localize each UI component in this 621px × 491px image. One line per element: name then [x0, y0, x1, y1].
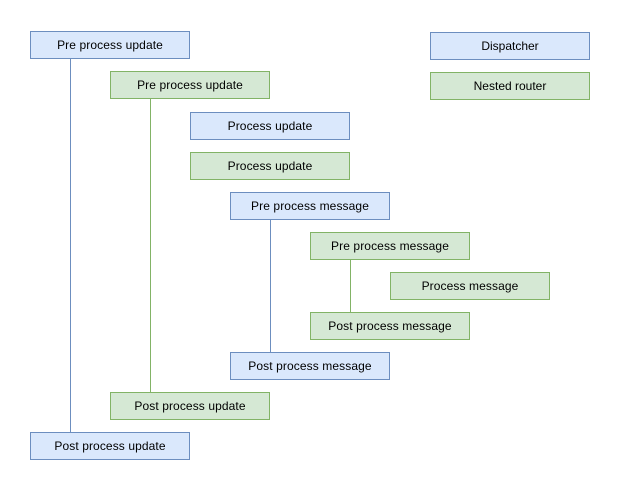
- node-process-update-dispatcher[interactable]: Process update: [190, 112, 350, 140]
- connector-pre-post-process-update-dispatcher: [70, 59, 71, 432]
- node-pre-process-update-dispatcher[interactable]: Pre process update: [30, 31, 190, 59]
- connector-pre-post-process-message-dispatcher: [270, 220, 271, 352]
- node-process-message-router[interactable]: Process message: [390, 272, 550, 300]
- node-post-process-message-router[interactable]: Post process message: [310, 312, 470, 340]
- node-pre-process-message-dispatcher[interactable]: Pre process message: [230, 192, 390, 220]
- node-pre-process-message-router[interactable]: Pre process message: [310, 232, 470, 260]
- node-process-update-router[interactable]: Process update: [190, 152, 350, 180]
- node-post-process-update-dispatcher[interactable]: Post process update: [30, 432, 190, 460]
- node-post-process-update-router[interactable]: Post process update: [110, 392, 270, 420]
- legend-item-nested-router[interactable]: Nested router: [430, 72, 590, 100]
- connector-pre-post-process-update-router: [150, 99, 151, 392]
- connector-pre-post-process-message-router: [350, 260, 351, 312]
- legend-item-dispatcher[interactable]: Dispatcher: [430, 32, 590, 60]
- node-pre-process-update-router[interactable]: Pre process update: [110, 71, 270, 99]
- node-post-process-message-dispatcher[interactable]: Post process message: [230, 352, 390, 380]
